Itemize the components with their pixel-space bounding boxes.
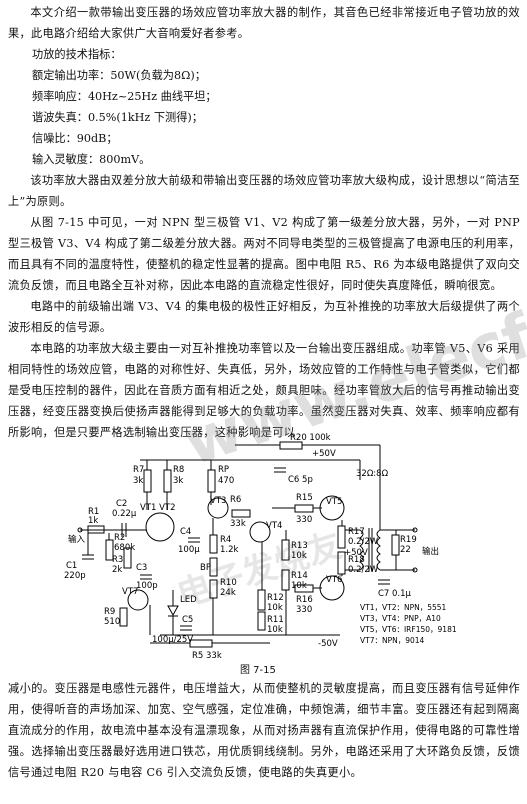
- label-r7: R7: [133, 465, 144, 475]
- spec-item: 频率响应：40Hz~25Hz 曲线平坦；: [32, 90, 217, 103]
- label-c3-value: 100p: [136, 581, 158, 591]
- figure-caption: 图 7-15: [240, 665, 276, 676]
- label-r2: R2: [114, 533, 125, 543]
- label-r20: R20 100k: [290, 433, 331, 443]
- label-r18: R18: [348, 555, 365, 565]
- label-r19-value: 22: [400, 545, 411, 555]
- legend-line: VT5，VT6：IRF150，9181: [360, 625, 457, 634]
- label-vt7: VT7: [122, 587, 138, 597]
- label-c6: C6 5p: [288, 475, 313, 485]
- label-bp: BP: [200, 563, 211, 573]
- label-vt3: VT3: [210, 496, 226, 506]
- label-r11: R11: [267, 615, 284, 625]
- label-r14: R14: [291, 571, 308, 581]
- label-c4-value: 100μ: [178, 545, 200, 555]
- label-r16-value: 330: [296, 605, 312, 615]
- label-c1: C1: [66, 561, 77, 571]
- label-r8: R8: [173, 465, 184, 475]
- label-r17-value: 0.2/2W: [348, 537, 379, 547]
- output-polarity-paragraph: 电路中的前级输出端 V3、V4 的集电极的极性正好相反，为互补推挽的功率放大后级…: [8, 300, 520, 334]
- label-r10-value: 24k: [220, 588, 236, 598]
- label-vt6: VT6: [326, 575, 342, 585]
- label-vt4: VT4: [266, 521, 282, 531]
- label-c2-value: 0.22μ: [112, 509, 137, 519]
- intro-paragraph: 本文介绍一款带输出变压器的场效应管功率放大器的制作，其音色已经非常接近电子管功放…: [8, 6, 520, 40]
- label-r18-value: 0.2/2W: [348, 565, 379, 575]
- label-r4: R4: [220, 535, 231, 545]
- label-c2: C2: [116, 499, 127, 509]
- label-r19: R19: [400, 535, 417, 545]
- label-vt1-vt2: VT1 VT2: [140, 503, 176, 513]
- label-r4-value: 1.2k: [220, 545, 239, 555]
- label-r6-value: 33k: [230, 519, 246, 529]
- label-rp-value: 470: [218, 476, 234, 486]
- legend-line: VT3，VT4：PNP，A10: [360, 614, 441, 623]
- design-paragraph: 该功率放大器由双差分放大前级和带输出变压器的场效应管功率放大级构成，设计思想以“…: [8, 174, 520, 208]
- label-r15-value: 330: [296, 515, 312, 525]
- label-r16: R16: [296, 595, 313, 605]
- label-r10: R10: [220, 578, 237, 588]
- label-r14-value: 10k: [291, 581, 307, 591]
- label-vt5: VT5: [326, 497, 342, 507]
- power-stage-paragraph: 本电路的功率放大级主要由一对互补推挽功率管以及一台输出变压器组成。功率管 V5、…: [8, 342, 520, 439]
- label-r2-value: 680k: [114, 543, 135, 553]
- label-rp: RP: [218, 465, 229, 475]
- label-r3-value: 2k: [112, 565, 122, 575]
- label-r15: R15: [296, 493, 313, 503]
- label-r8-value: 3k: [173, 476, 183, 486]
- label-r12: R12: [267, 593, 284, 603]
- label-speaker-impedance: 32Ω:8Ω: [356, 469, 389, 479]
- label-r13: R13: [291, 541, 308, 551]
- label-r9-value: 510: [104, 617, 120, 627]
- label-output: 输出: [422, 546, 439, 557]
- label-r1: R1: [88, 507, 99, 517]
- preamp-paragraph: 从图 7-15 中可见，一对 NPN 型三极管 V1、V2 构成了第一级差分放大…: [8, 216, 520, 292]
- legend-line: VT7：NPN，9014: [360, 636, 425, 645]
- label-r12-value: 10k: [267, 603, 283, 613]
- label-c7: C7: [378, 589, 389, 599]
- label-r9: R9: [104, 607, 115, 617]
- label-pos50: +50V: [312, 449, 336, 459]
- label-r13-value: 10k: [291, 551, 307, 561]
- circuit-schematic: R20 100k C6 5p +50V 32Ω:8Ω R7 3k R8 3k R…: [64, 433, 457, 661]
- label-c7-value: 0.1μ: [392, 589, 412, 599]
- label-r5: R5 33k: [192, 651, 222, 661]
- label-r17: R17: [348, 527, 365, 537]
- spec-item: 输入灵敏度：800mV。: [32, 153, 151, 166]
- label-c4: C4: [180, 527, 191, 537]
- label-r11-value: 10k: [267, 625, 283, 635]
- label-input: 输入: [68, 534, 86, 545]
- label-c5: C5: [182, 615, 193, 625]
- spec-item: 额定输出功率：50W(负载为8Ω)；: [32, 69, 206, 82]
- label-r1-value: 1k: [88, 516, 98, 526]
- label-c5-value: 100μ/25V: [152, 635, 193, 645]
- label-led: LED: [180, 595, 197, 605]
- label-r3: R3: [112, 555, 123, 565]
- transformer-paragraph: 减小的。变压器是电感性元器件，电压增益大，从而使整机的灵敏度提高，而且变压器有信…: [8, 682, 520, 779]
- label-r7-value: 3k: [133, 476, 143, 486]
- label-c3: C3: [136, 563, 147, 573]
- label-r6: R6: [230, 495, 241, 505]
- label-neg50: -50V: [318, 639, 338, 649]
- label-pos50-b: +50V: [344, 548, 368, 558]
- legend-line: VT1，VT2：NPN，5551: [360, 603, 447, 612]
- spec-item: 信噪比：90dB；: [32, 132, 118, 145]
- label-c1-value: 220p: [64, 571, 86, 581]
- spec-title: 功放的技术指标：: [32, 48, 122, 61]
- spec-item: 谐波失真：0.5%(1kHz 下测得)；: [32, 111, 203, 124]
